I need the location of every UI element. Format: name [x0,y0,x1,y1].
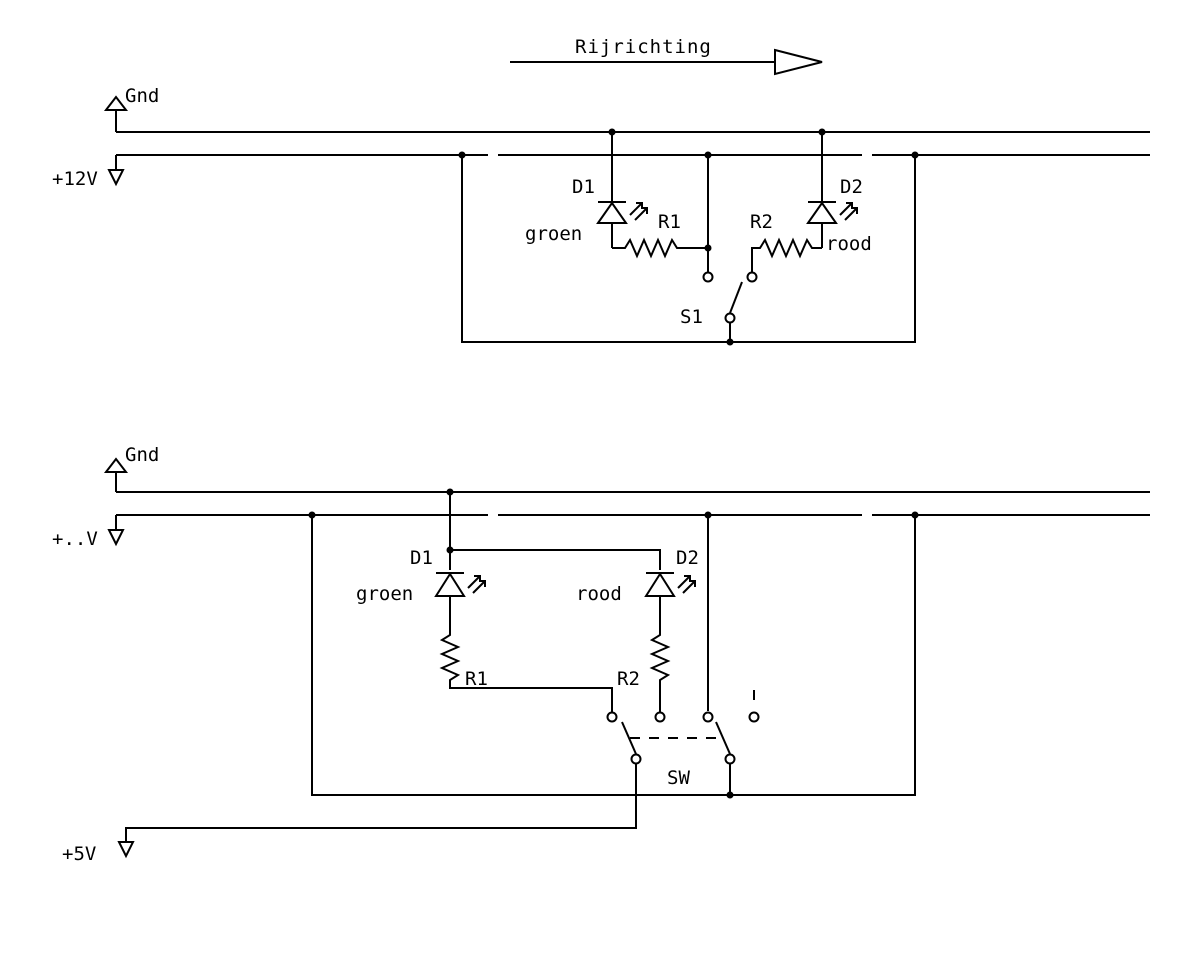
bottom-r1-label: R1 [465,668,488,690]
top-d2-color-label: rood [826,233,872,255]
bottom-d2-led [644,572,696,630]
direction-label: Rijrichting [575,36,712,58]
bottom-supply-label: +..V [52,528,98,550]
top-s1-switch [702,248,758,324]
top-r1-resistor [612,237,708,259]
bottom-5v-label: +5V [62,843,96,865]
bottom-d1-label: D1 [410,547,433,569]
bottom-r1-resistor [439,630,613,712]
top-s1-label: S1 [680,306,703,328]
top-d2-label: D2 [840,176,863,198]
top-junctions [458,128,919,346]
bottom-gnd-symbol [103,457,129,492]
bottom-supply-symbol [107,515,125,547]
top-r1-label: R1 [658,211,681,233]
top-r2-label: R2 [750,211,773,233]
top-r2-resistor [751,237,822,272]
bottom-circuit: Gnd +..V D1 [52,444,1150,865]
bottom-5v-feed [117,764,637,859]
bottom-gnd-label: Gnd [125,444,159,466]
bottom-r2-resistor [649,630,671,712]
bottom-junctions [308,488,919,799]
bottom-d1-led [434,572,486,630]
top-circuit: Gnd +12V D1 groen [52,85,1150,346]
bottom-r2-label: R2 [617,668,640,690]
direction-arrow [510,48,823,76]
top-gnd-label: Gnd [125,85,159,107]
bottom-sw-switch [606,690,760,765]
bottom-d1-color-label: groen [356,583,413,605]
top-d1-label: D1 [572,176,595,198]
top-supply-symbol [107,155,125,187]
top-supply-label: +12V [52,168,98,190]
top-d1-color-label: groen [525,223,582,245]
bottom-sw-label: SW [667,767,690,789]
top-d1-led [596,132,648,248]
bottom-d2-label: D2 [676,547,699,569]
top-d2-led [806,132,858,248]
bottom-d2-color-label: rood [576,583,622,605]
top-gnd-symbol [103,95,129,132]
